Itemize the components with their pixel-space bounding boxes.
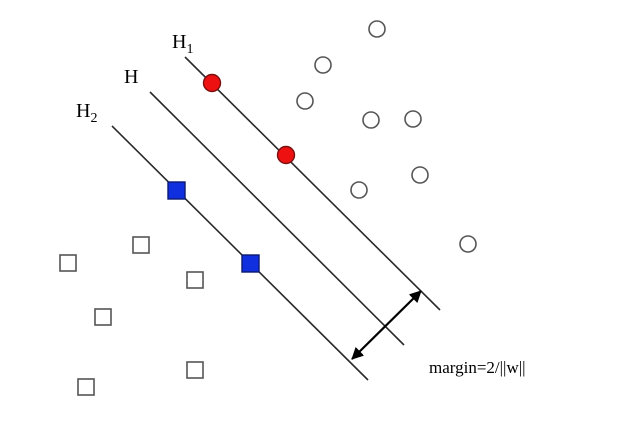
negative-point xyxy=(186,271,204,289)
positive-point xyxy=(350,181,368,199)
hyperplane-h xyxy=(149,91,405,346)
positive-point xyxy=(459,235,477,253)
negative-point xyxy=(94,308,112,326)
label-h1-main: H xyxy=(172,31,186,53)
label-h1-sub: 1 xyxy=(186,42,193,57)
margin-label: margin=2/||w|| xyxy=(429,358,526,377)
positive-support-vector xyxy=(202,73,222,93)
label-h2: H2 xyxy=(76,100,97,126)
margin-arrow xyxy=(351,290,422,360)
positive-point xyxy=(296,92,314,110)
label-h2-sub: 2 xyxy=(90,111,97,126)
positive-class-points xyxy=(296,20,477,253)
negative-support-vectors xyxy=(167,181,260,273)
negative-support-vector xyxy=(167,181,186,200)
label-h: H xyxy=(124,66,138,88)
negative-class-points xyxy=(59,236,204,396)
positive-point xyxy=(404,110,422,128)
label-h1: H1 xyxy=(172,31,193,57)
negative-point xyxy=(132,236,150,254)
hyperplane-h1 xyxy=(184,56,441,311)
positive-support-vector xyxy=(276,145,296,165)
negative-support-vector xyxy=(241,254,260,273)
positive-point xyxy=(411,166,429,184)
label-h2-main: H xyxy=(76,100,90,122)
positive-support-vectors xyxy=(202,73,296,165)
positive-point xyxy=(368,20,386,38)
positive-point xyxy=(314,56,332,74)
negative-point xyxy=(59,254,77,272)
negative-point xyxy=(77,378,95,396)
positive-point xyxy=(362,111,380,129)
negative-point xyxy=(186,361,204,379)
hyperplane-h2 xyxy=(111,125,369,381)
